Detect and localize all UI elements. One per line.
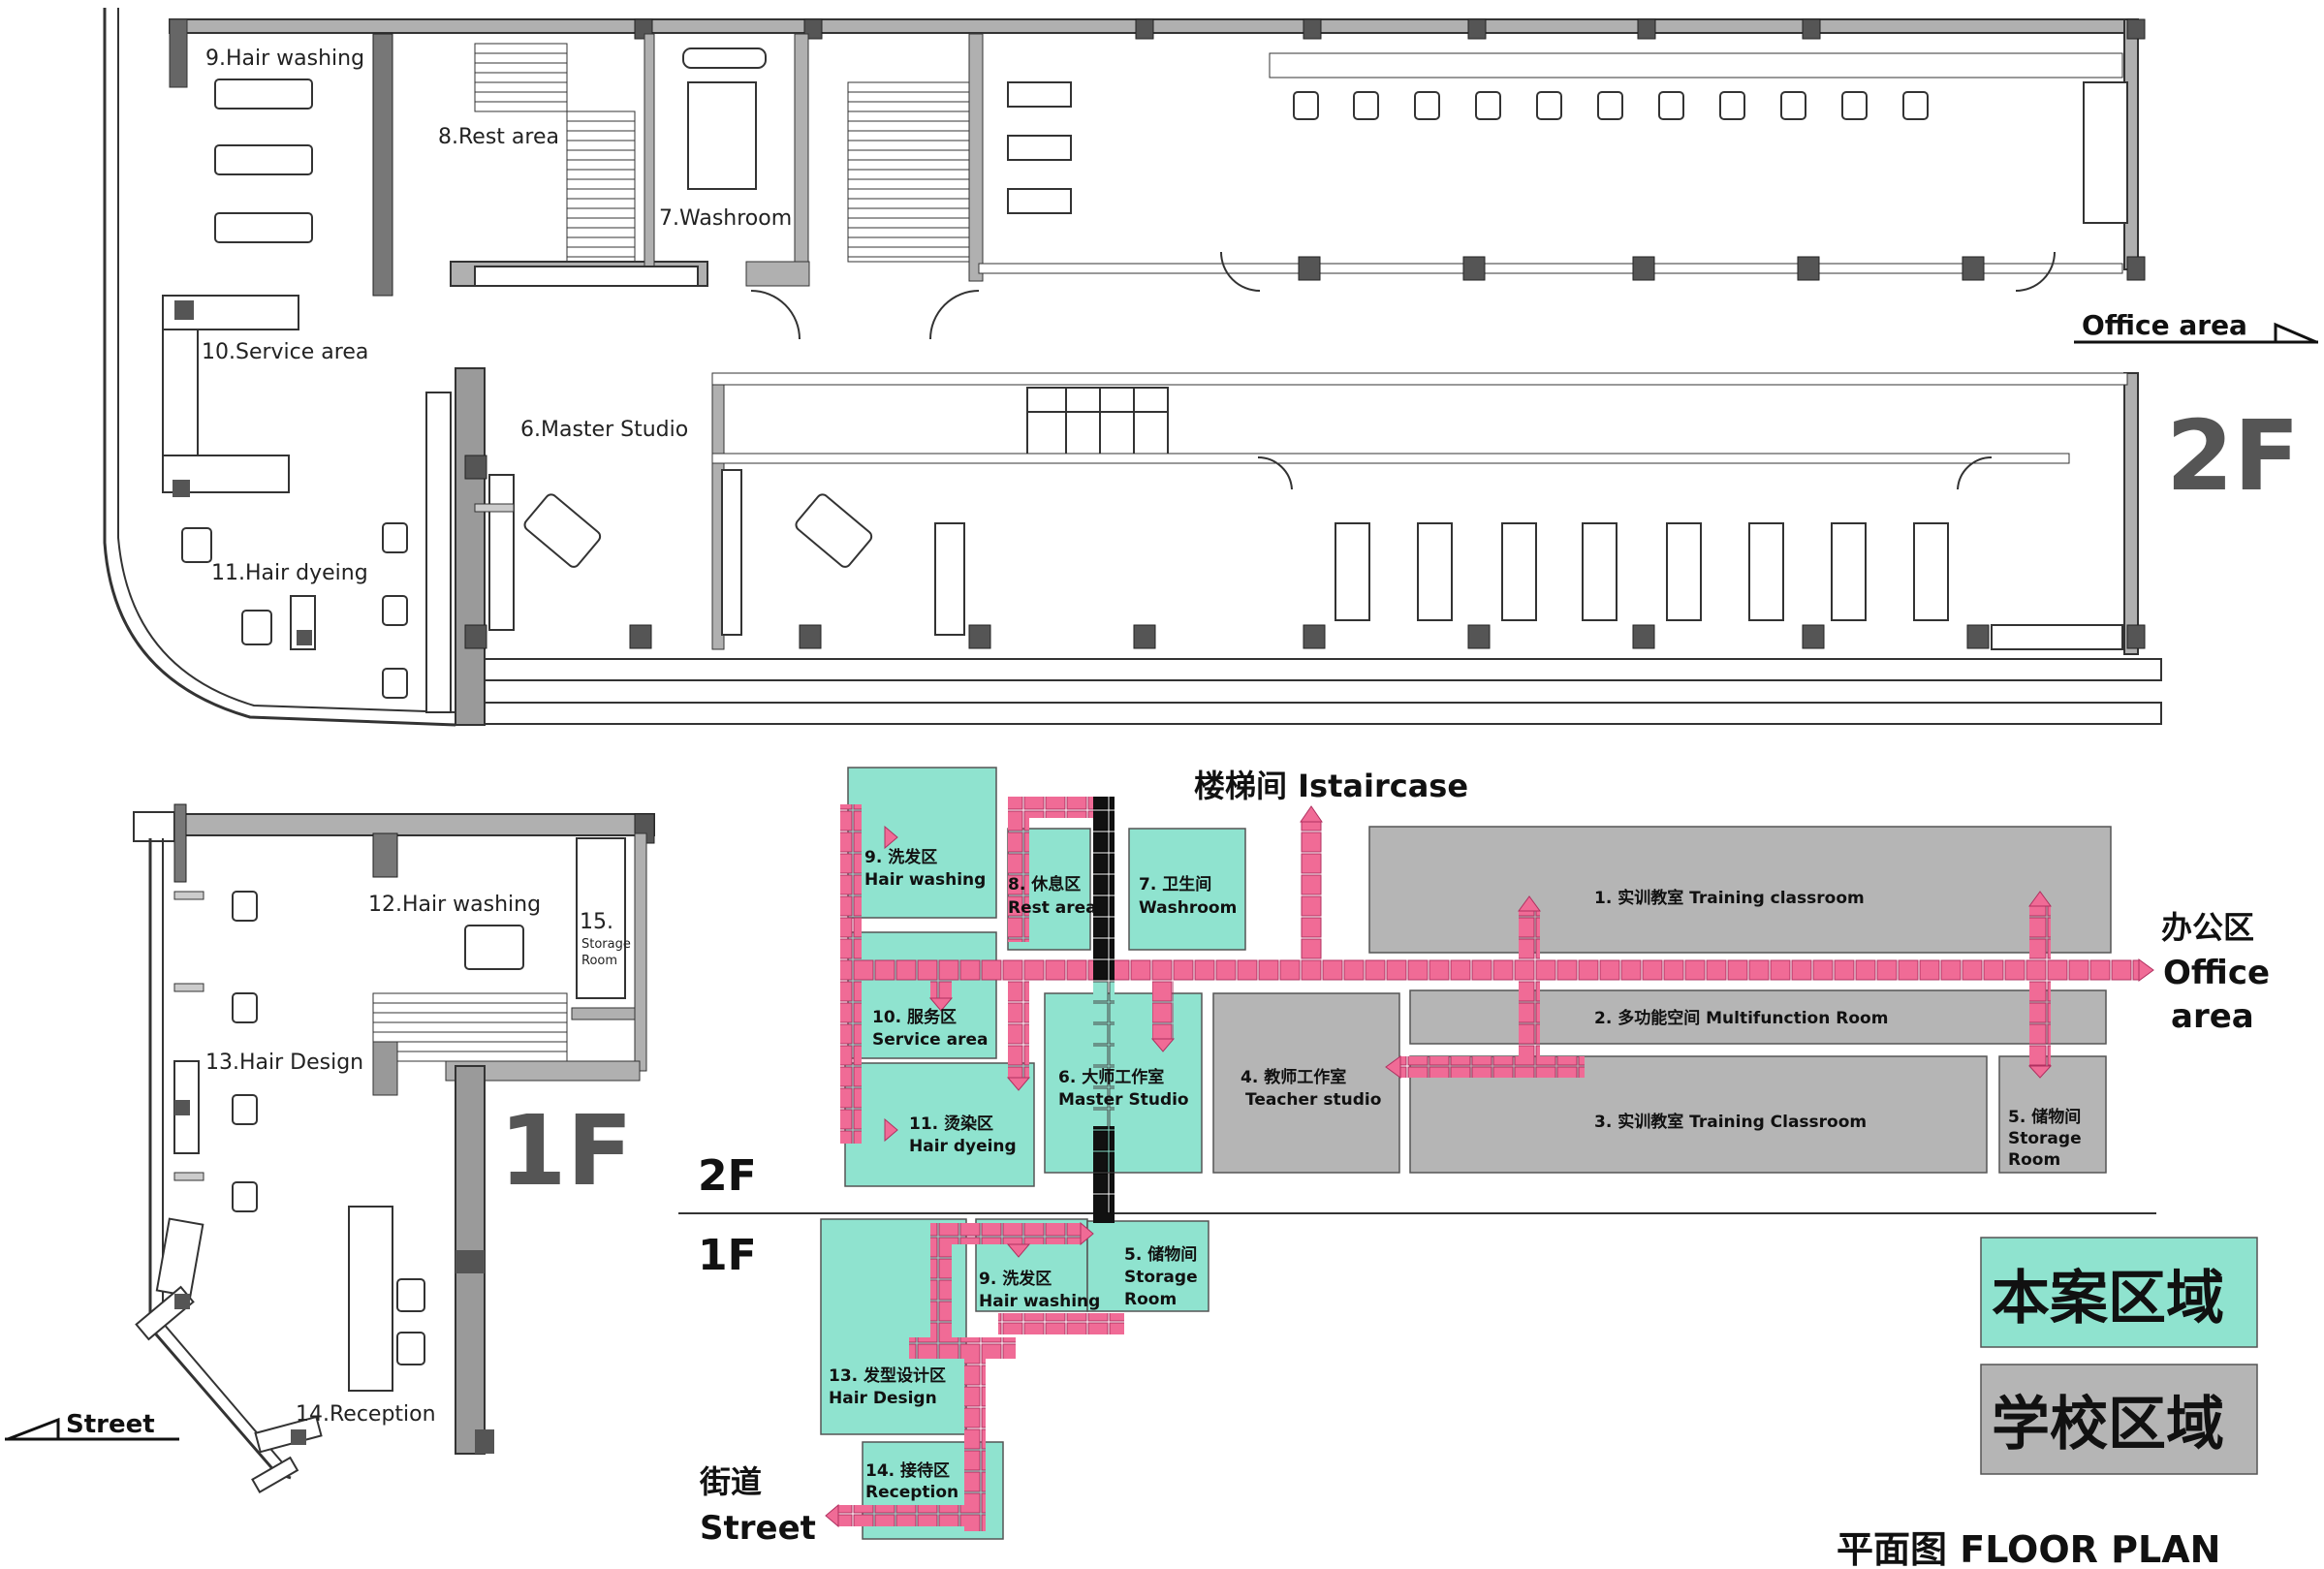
zone-label-13-en: Hair Design <box>829 1389 937 1408</box>
room-label-service-area: 10.Service area <box>202 340 368 364</box>
zone-master-studio <box>1044 992 1203 1174</box>
zone-label-8-en: Rest area <box>1008 898 1097 918</box>
arrow-stair <box>1300 805 1323 823</box>
room-label-storage-l1: Storage <box>581 937 631 952</box>
zone-hair-dyeing <box>844 1062 1035 1187</box>
room-label-hair-dyeing: 11.Hair dyeing <box>211 561 368 585</box>
zone-label-9-en: Hair washing <box>864 870 986 890</box>
zone-label-1f-5-en1: Storage <box>1124 1268 1198 1287</box>
zone-label-1: 1. 实训教室 Training classroom <box>1594 888 1865 908</box>
path-rest-branch <box>1008 797 1029 942</box>
floor1-plan <box>133 803 655 1494</box>
zone-hair-washing-2f <box>847 767 997 919</box>
path-left-vertical <box>840 804 862 1144</box>
curved-outer-wall <box>103 8 456 727</box>
floor2-labels: 9.Hair washing 8.Rest area 7.Washroom 10… <box>202 47 2318 585</box>
floor1-labels: 12.Hair washing 15. Storage Room 13.Hair… <box>5 893 633 1441</box>
room-label-rest-area: 8.Rest area <box>438 125 559 149</box>
zone-label-1f-5-en2: Room <box>1124 1290 1177 1309</box>
zone-washroom-2f <box>1128 828 1246 951</box>
floor-title-2f: 2F <box>2166 399 2300 513</box>
zone-label-5-cn: 5. 储物间 <box>2008 1107 2081 1127</box>
street-label-cn: 街道 <box>699 1463 762 1500</box>
path-stair-up <box>1301 822 1322 959</box>
path-service-branch <box>930 981 952 998</box>
legend-project-swatch <box>1980 1237 2258 1348</box>
zone-label-4-cn: 4. 教师工作室 <box>1241 1067 1346 1087</box>
legend-project-label: 本案区域 <box>1992 1265 2224 1333</box>
zone-label-5-en2: Room <box>2008 1150 2060 1170</box>
zone-label-14-cn: 14. 接待区 <box>865 1460 950 1481</box>
office-area-cn: 办公区 <box>2161 909 2254 946</box>
zone-label-1f-9-en: Hair washing <box>979 1292 1100 1311</box>
floor-title-1f: 1F <box>499 1094 633 1208</box>
legend-school-label: 学校区域 <box>1992 1391 2224 1459</box>
zone-storage-2f <box>1998 1055 2107 1174</box>
zone-label-10-cn: 10. 服务区 <box>872 1007 957 1027</box>
path-stair-lower <box>1093 1078 1115 1126</box>
path-1f-street <box>838 1505 984 1526</box>
path-staircase <box>1093 797 1115 981</box>
arrow-office <box>2138 958 2154 982</box>
office-area-en-1: Office <box>2163 954 2270 992</box>
street-label-en: Street <box>700 1509 816 1548</box>
path-dye-branch <box>1008 981 1029 1078</box>
zone-label-14-en: Reception <box>865 1483 958 1502</box>
zone-label-9-cn: 9. 洗发区 <box>864 847 937 867</box>
room-label-hair-washing-2f: 9.Hair washing <box>205 47 364 71</box>
zone-label-1f-9-cn: 9. 洗发区 <box>979 1269 1052 1289</box>
staircase-label: 楼梯间 Istaircase <box>1194 768 1468 804</box>
zone-teacher-studio <box>1212 992 1400 1174</box>
zone-label-11-en: Hair dyeing <box>909 1137 1017 1156</box>
path-top-branch <box>1008 797 1115 818</box>
zone-label-6-en: Master Studio <box>1058 1090 1189 1110</box>
path-storage-branch <box>2029 906 2051 1066</box>
zone-label-13-cn: 13. 发型设计区 <box>829 1365 946 1386</box>
zone-diagram: 9. 洗发区 Hair washing 8. 休息区 Rest area 7. … <box>678 767 2270 1569</box>
floor2-plan <box>103 8 2162 727</box>
room-label-master-studio: 6.Master Studio <box>520 418 688 442</box>
zone-label-3: 3. 实训教室 Training Classroom <box>1594 1112 1867 1132</box>
diagram-label-2f: 2F <box>698 1151 757 1201</box>
path-1f-hori <box>998 1313 1124 1334</box>
zone-label-4-en: Teacher studio <box>1245 1090 1381 1110</box>
path-teacher-branch <box>1400 1056 1585 1078</box>
floor-plan-title: 平面图 FLOOR PLAN <box>1837 1528 2220 1569</box>
room-label-storage-l2: Room <box>581 954 617 968</box>
room-label-storage-num: 15. <box>580 910 613 934</box>
path-staircase-down <box>1093 981 1115 1078</box>
path-studio-branch <box>1152 981 1174 1039</box>
zone-label-1f-5-cn: 5. 储物间 <box>1124 1244 1197 1265</box>
legend-school-swatch <box>1980 1364 2258 1475</box>
room-label-hair-washing-1f: 12.Hair washing <box>368 893 541 917</box>
path-1f-down <box>964 1337 986 1531</box>
diagram-label-1f: 1F <box>698 1231 757 1280</box>
office-area-label-2f: Office area <box>2082 309 2247 341</box>
zone-label-10-en: Service area <box>872 1030 988 1050</box>
zone-label-11-cn: 11. 烫染区 <box>909 1114 993 1134</box>
zone-training-classroom-1 <box>1368 826 2112 954</box>
office-area-en-2: area <box>2171 997 2254 1036</box>
path-class1-branch <box>1519 911 1540 1066</box>
zone-label-5-en1: Storage <box>2008 1129 2082 1148</box>
room-label-hair-design: 13.Hair Design <box>205 1051 363 1075</box>
street-label-1f: Street <box>66 1410 155 1439</box>
path-main-corridor <box>840 959 2139 981</box>
room-label-washroom-2f: 7.Washroom <box>659 206 792 231</box>
path-1f-mid <box>909 1337 1016 1359</box>
path-1f-top <box>930 1223 1081 1244</box>
zone-storage-1f <box>1086 1220 1209 1312</box>
zone-label-8-cn: 8. 休息区 <box>1008 874 1081 894</box>
room-label-reception: 14.Reception <box>296 1402 436 1427</box>
zone-label-2: 2. 多功能空间 Multifunction Room <box>1594 1008 1888 1028</box>
zone-label-7-cn: 7. 卫生间 <box>1139 874 1211 894</box>
zone-label-7-en: Washroom <box>1139 898 1237 918</box>
zone-label-6-cn: 6. 大师工作室 <box>1058 1067 1164 1087</box>
path-1f-left-vert <box>930 1223 952 1359</box>
